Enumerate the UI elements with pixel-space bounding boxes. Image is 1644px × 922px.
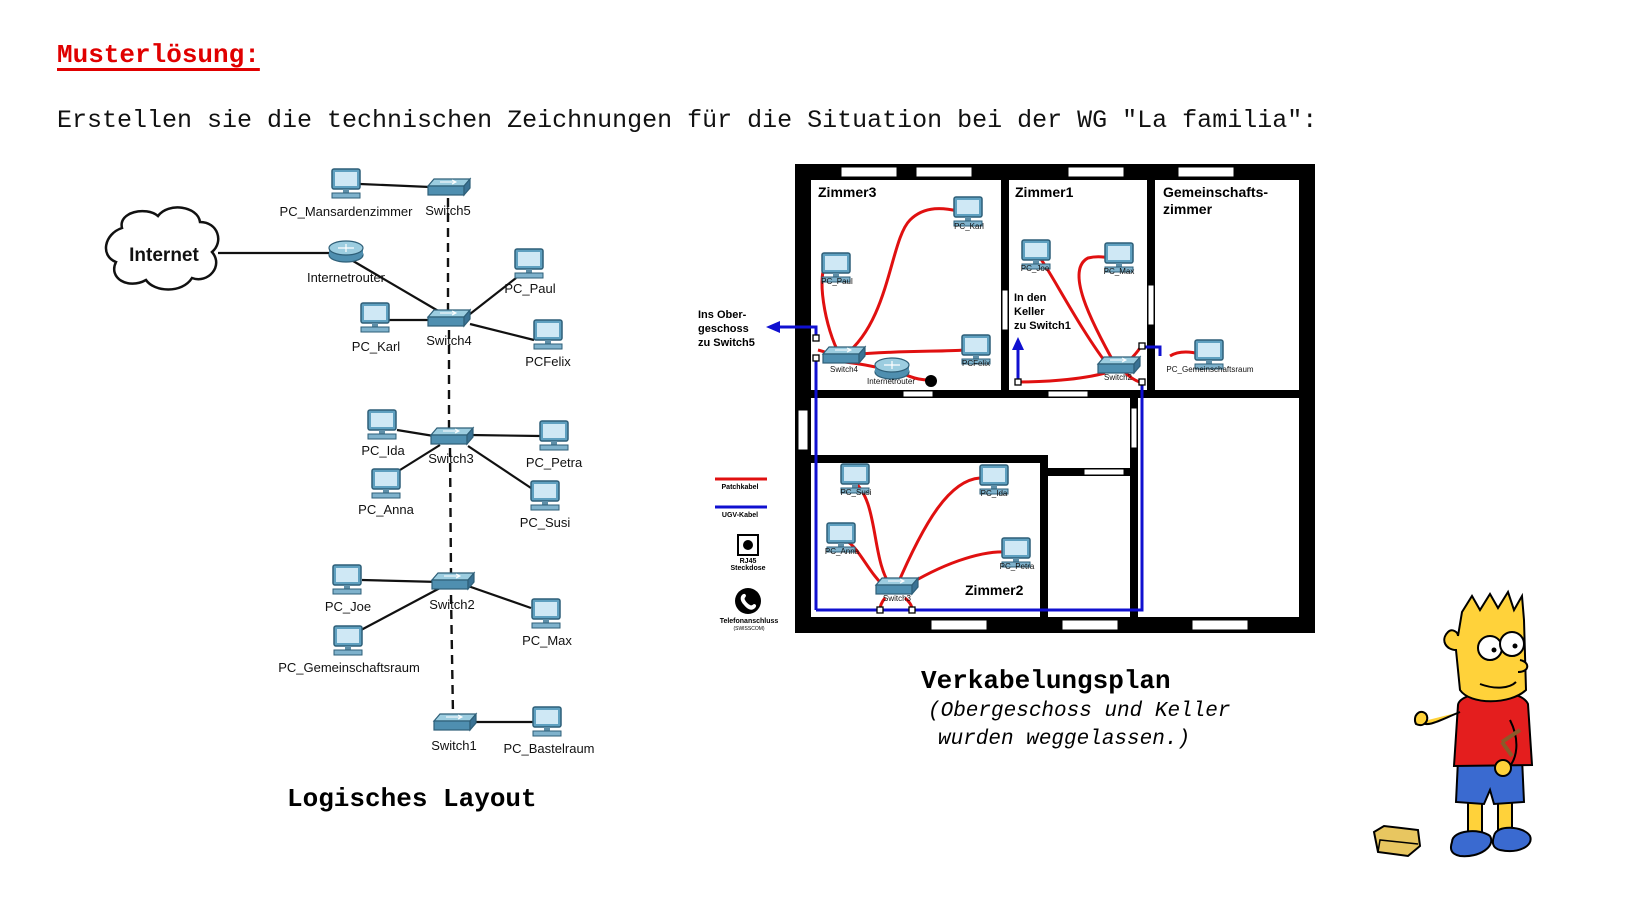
pc-felix-label: PCFelix [525, 354, 571, 369]
logical-layout: Internet Internetrouter Switch5 Switch4 … [104, 168, 595, 756]
switch5-icon [427, 178, 471, 196]
plan-router-label: Internetrouter [867, 377, 915, 386]
page-title: Musterlösung: [57, 40, 260, 70]
pc-anna-label: PC_Anna [358, 502, 414, 517]
plan-switch4-icon [822, 346, 866, 364]
plan-pc-joe-label: PC_Joe [1021, 264, 1050, 273]
logical-trunk [446, 198, 455, 716]
logical-links [218, 182, 541, 724]
room-gemeinschaft-line2: zimmer [1163, 201, 1213, 217]
router-label: Internetrouter [307, 270, 386, 285]
router-icon [328, 240, 364, 263]
plan-pc-max-label: PC_Max [1104, 267, 1135, 276]
pc-susi-label: PC_Susi [520, 515, 571, 530]
plan-switch2-label: Switch2 [1104, 373, 1133, 382]
legend-ugv-label: UGV-Kabel [722, 512, 758, 519]
plan-router-icon [874, 357, 910, 380]
plan-pc-petra-label: PC_Petra [1000, 562, 1035, 571]
arrow-to-switch5 [766, 321, 780, 333]
pc-ida-icon [367, 409, 397, 440]
floor-plan: Zimmer3 Zimmer1 Gemeinschafts- zimmer Zi… [698, 164, 1315, 633]
legend-phone-line1: Telefonanschluss [720, 618, 779, 625]
switch2-icon [431, 572, 475, 590]
switch3-label: Switch3 [428, 451, 474, 466]
plan-pc-paul-label: PC_Paul [821, 277, 853, 286]
logical-layout-caption: Logisches Layout [287, 784, 537, 814]
note-obergeschoss-line3: zu Switch5 [698, 337, 755, 349]
switch4-icon [427, 309, 471, 327]
plan-switch3-label: Switch3 [883, 594, 912, 603]
cartoon-boy-illustration [1372, 589, 1534, 858]
pc-joe-label: PC_Joe [325, 599, 371, 614]
plan-pc-anna-label: PC_Anna [825, 547, 860, 556]
plan-pc-gemeinschaft-label: PC_Gemeinschaftsraum [1166, 365, 1253, 374]
pc-susi-icon [530, 480, 560, 511]
floor-plan-subcaption-line2: wurden weggelassen.) [938, 728, 1191, 751]
room-zimmer3: Zimmer3 [818, 184, 877, 200]
arrow-to-switch1 [1012, 337, 1024, 350]
floor-plan-subcaption-line1: (Obergeschoss und Keller [928, 700, 1231, 723]
internet-cloud-icon [104, 206, 220, 291]
pc-anna-icon [371, 468, 401, 499]
plan-phone-socket-icon [925, 375, 937, 387]
switch4-label: Switch4 [426, 333, 472, 348]
plan-pc-ida-label: PC_Ida [981, 489, 1008, 498]
note-obergeschoss-line2: geschoss [698, 323, 749, 335]
pc-mansarde-label: PC_Mansardenzimmer [280, 204, 414, 219]
note-obergeschoss-line1: Ins Ober- [698, 309, 747, 321]
note-keller-line3: zu Switch1 [1014, 320, 1071, 332]
pc-gemeinschaft-label: PC_Gemeinschaftsraum [278, 660, 420, 675]
switch1-label: Switch1 [431, 738, 477, 753]
plan-switch2-icon [1097, 356, 1141, 374]
pc-max-icon [531, 598, 561, 629]
pc-bastel-icon [532, 706, 562, 737]
switch2-label: Switch2 [429, 597, 475, 612]
floor-plan-caption: Verkabelungsplan [921, 666, 1171, 696]
pc-petra-icon [539, 420, 569, 451]
pc-bastel-label: PC_Bastelraum [503, 741, 594, 756]
plan-pc-karl-label: PC_Karl [954, 222, 984, 231]
pc-karl-icon [360, 302, 390, 333]
telephone-icon [735, 588, 761, 614]
pc-felix-icon [533, 319, 563, 350]
room-zimmer2: Zimmer2 [965, 582, 1024, 598]
legend-rj45-line1: RJ45 [740, 558, 757, 565]
plan-switch3-icon [875, 577, 919, 595]
switch1-icon [433, 713, 477, 731]
plan-switch4-label: Switch4 [830, 365, 859, 374]
room-gemeinschaft-line1: Gemeinschafts- [1163, 184, 1268, 200]
instruction-text: Erstellen sie die technischen Zeichnunge… [57, 106, 1318, 135]
pc-paul-label: PC_Paul [504, 281, 555, 296]
pc-joe-icon [332, 564, 362, 595]
pc-max-label: PC_Max [522, 633, 572, 648]
legend-rj45-line2: Steckdose [730, 565, 765, 572]
internet-label: Internet [129, 245, 199, 266]
legend-phone-line2: (SWISSCOM) [733, 626, 764, 632]
plan-pc-felix-label: PCFelix [962, 359, 990, 368]
legend: Patchkabel UGV-Kabel RJ45 Steckdose Tele… [715, 477, 779, 632]
note-keller-line1: In den [1014, 292, 1047, 304]
ugv-cables [780, 325, 1162, 612]
plan-pc-susi-label: PC_Susi [840, 488, 871, 497]
pc-gemeinschaft-icon [333, 625, 363, 656]
pc-mansarde-icon [331, 168, 361, 199]
legend-patch-label: Patchkabel [722, 484, 759, 491]
window-gaps [797, 166, 1249, 631]
switch3-icon [430, 427, 474, 445]
pc-petra-label: PC_Petra [526, 455, 583, 470]
pc-paul-icon [514, 248, 544, 279]
room-zimmer1: Zimmer1 [1015, 184, 1074, 200]
pc-karl-label: PC_Karl [352, 339, 401, 354]
pc-ida-label: PC_Ida [361, 443, 405, 458]
switch5-label: Switch5 [425, 203, 471, 218]
note-keller-line2: Keller [1014, 306, 1045, 318]
rj45-outlets [812, 334, 1146, 614]
walls [795, 164, 1315, 633]
